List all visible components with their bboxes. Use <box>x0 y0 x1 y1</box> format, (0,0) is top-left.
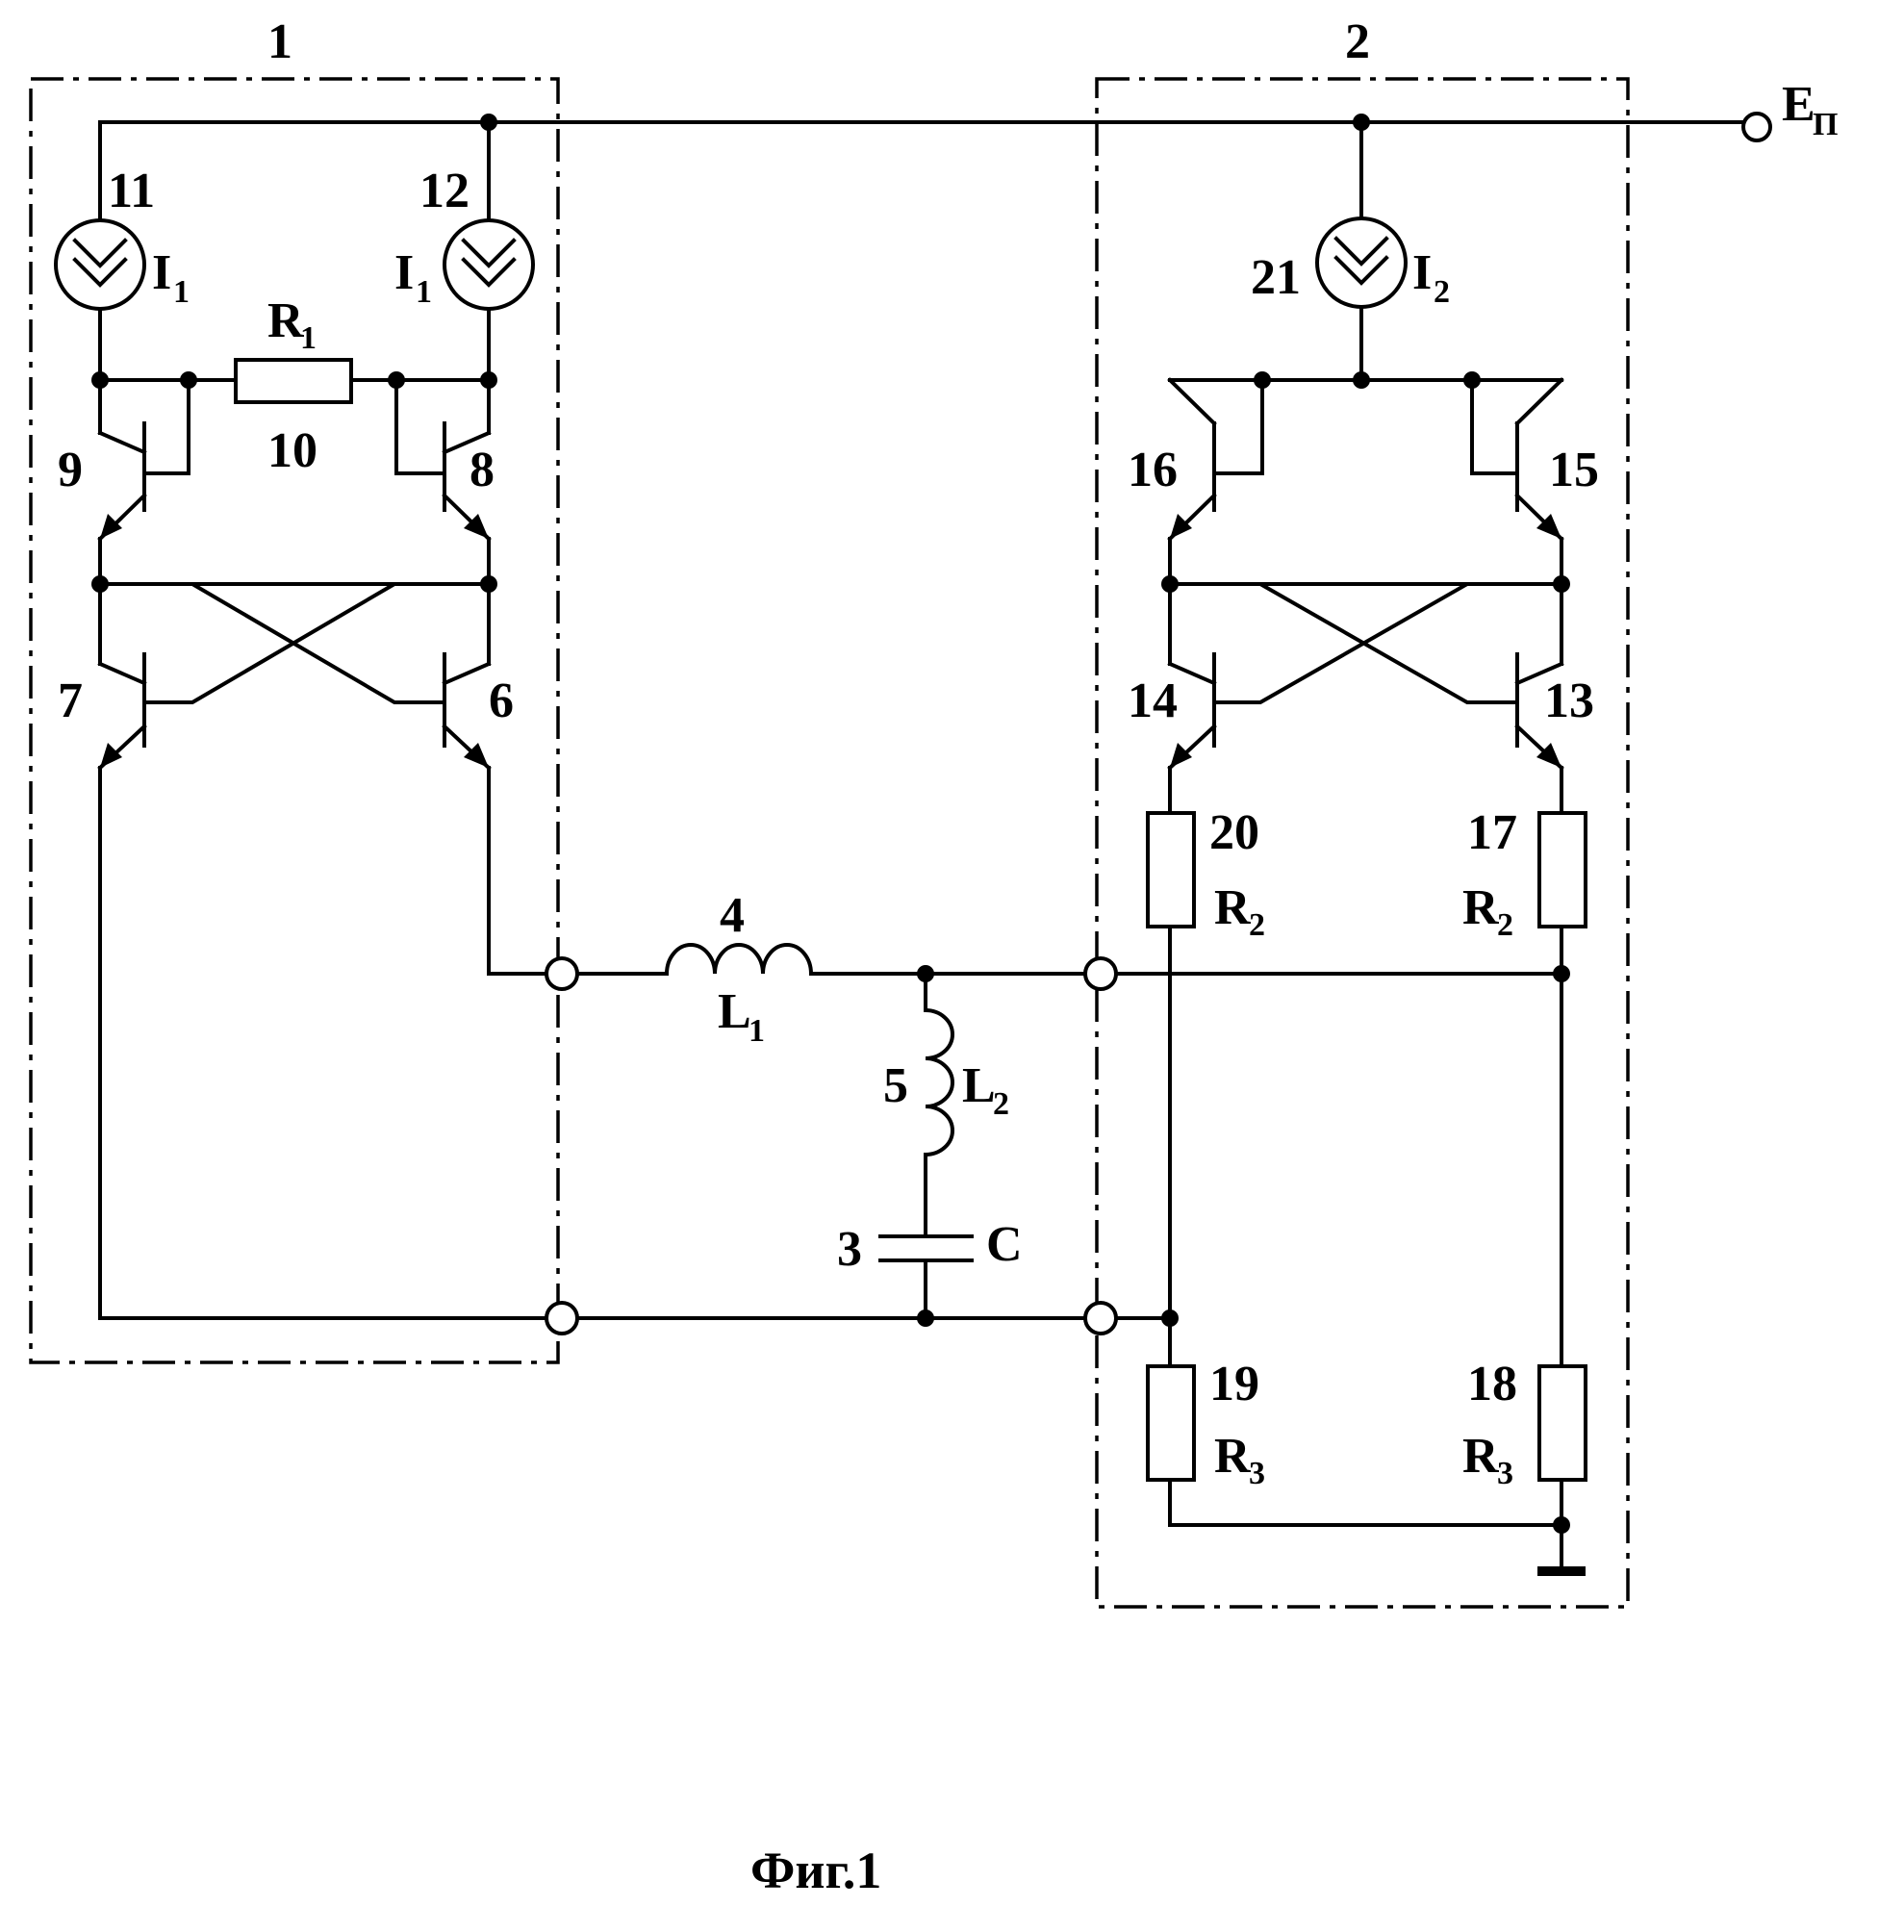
cross-link-block-1 <box>91 575 497 702</box>
source-12-number: 12 <box>419 164 470 218</box>
capacitor-3-symbol: C <box>986 1217 1023 1272</box>
supply-rail <box>100 114 1770 140</box>
bottom-network-wire <box>577 1309 1083 1327</box>
ground-icon <box>1170 1516 1586 1571</box>
transistor-6 <box>444 584 546 974</box>
resistor-17-symbol: R <box>1462 880 1500 935</box>
source-21-symbol: I <box>1412 245 1432 300</box>
transistor-8-number: 8 <box>470 443 495 497</box>
source-21-sub: 2 <box>1434 274 1450 310</box>
resistor-20-number: 20 <box>1209 805 1259 860</box>
transistor-6-number: 6 <box>489 674 514 728</box>
current-source-11 <box>56 122 144 380</box>
capacitor-3 <box>880 1236 972 1318</box>
resistor-18 <box>1539 1366 1586 1571</box>
inductor-5-sub: 2 <box>993 1086 1009 1122</box>
transistor-9 <box>100 380 189 584</box>
resistor-10-number: 10 <box>267 423 317 478</box>
cross-link-block-2 <box>1161 575 1570 702</box>
inductor-4-number: 4 <box>720 888 745 943</box>
transistor-15-number: 15 <box>1549 443 1599 497</box>
transistor-13-number: 13 <box>1544 674 1594 728</box>
capacitor-3-number: 3 <box>837 1222 862 1277</box>
resistor-18-number: 18 <box>1467 1357 1517 1411</box>
resistor-19-symbol: R <box>1214 1429 1252 1484</box>
resistor-10 <box>91 360 497 402</box>
block-2-terminal-bottom <box>1085 1303 1116 1334</box>
resistor-19-sub: 3 <box>1249 1456 1265 1491</box>
inductor-5 <box>926 974 952 1236</box>
resistor-10-sub: 1 <box>300 320 317 356</box>
resistor-19 <box>1148 1318 1194 1525</box>
source-12-symbol: I <box>394 245 414 300</box>
resistor-18-symbol: R <box>1462 1429 1500 1484</box>
inductor-5-number: 5 <box>883 1058 908 1113</box>
resistor-17 <box>1539 813 1586 1366</box>
source-21-number: 21 <box>1251 250 1301 305</box>
transistor-16 <box>1170 380 1262 584</box>
source-11-symbol: I <box>152 245 171 300</box>
block-2-top-bus <box>1170 371 1561 389</box>
supply-label: E <box>1782 77 1815 132</box>
source-12-sub: 1 <box>416 274 432 310</box>
inductor-4 <box>577 945 1083 982</box>
resistor-19-number: 19 <box>1209 1357 1259 1411</box>
supply-label-sub: П <box>1813 107 1838 142</box>
inductor-5-symbol: L <box>962 1058 996 1113</box>
inductor-4-sub: 1 <box>749 1013 765 1049</box>
block-1-label: 1 <box>267 14 292 69</box>
resistor-20-sub: 2 <box>1249 907 1265 943</box>
transistor-14-number: 14 <box>1128 674 1178 728</box>
block-1-boundary <box>31 79 558 1362</box>
block-2-terminal-top <box>1085 958 1116 989</box>
block-1-terminal-bottom <box>546 1303 577 1334</box>
current-source-12 <box>444 122 533 380</box>
inductor-4-symbol: L <box>718 984 751 1039</box>
transistor-7-number: 7 <box>58 674 83 728</box>
resistor-17-number: 17 <box>1467 805 1517 860</box>
transistor-16-number: 16 <box>1128 443 1178 497</box>
source-11-sub: 1 <box>173 274 190 310</box>
transistor-7 <box>100 584 144 1318</box>
resistor-17-sub: 2 <box>1497 907 1513 943</box>
current-source-21 <box>1317 122 1406 380</box>
resistor-20 <box>1148 813 1194 1327</box>
block-1-terminal-top <box>546 958 577 989</box>
source-11-number: 11 <box>108 164 155 218</box>
resistor-18-sub: 3 <box>1497 1456 1513 1491</box>
transistor-9-number: 9 <box>58 443 83 497</box>
figure-caption: Фиг.1 <box>750 1842 881 1899</box>
resistor-20-symbol: R <box>1214 880 1252 935</box>
block-2-label: 2 <box>1345 14 1370 69</box>
